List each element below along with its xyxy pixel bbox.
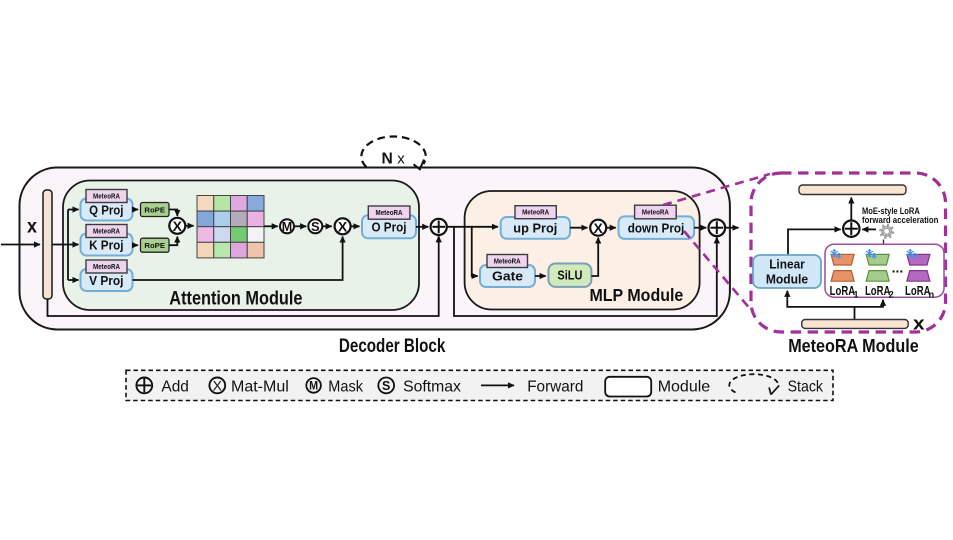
svg-text:MeteoRA: MeteoRA: [494, 257, 521, 266]
svg-text:2: 2: [889, 290, 894, 300]
svg-text:S: S: [311, 219, 320, 234]
svg-text:Decoder Block: Decoder Block: [339, 335, 445, 357]
svg-text:MeteoRA: MeteoRA: [376, 208, 403, 217]
svg-text:MLP Module: MLP Module: [589, 285, 683, 305]
svg-text:O Proj: O Proj: [372, 220, 407, 234]
svg-text:Attention Module: Attention Module: [169, 287, 302, 309]
svg-text:Linear: Linear: [769, 258, 805, 272]
svg-text:X: X: [173, 218, 183, 234]
svg-text:up Proj: up Proj: [513, 222, 557, 236]
svg-text:M: M: [309, 381, 318, 393]
svg-text:Module: Module: [766, 273, 808, 287]
svg-text:RoPE: RoPE: [144, 205, 165, 214]
svg-text:V Proj: V Proj: [89, 274, 123, 288]
svg-text:LoRA: LoRA: [905, 284, 931, 298]
svg-text:x: x: [27, 217, 37, 238]
svg-text:...: ...: [892, 260, 904, 276]
svg-text:SiLU: SiLU: [557, 269, 582, 283]
svg-text:LoRA: LoRA: [865, 284, 891, 298]
svg-text:Gate: Gate: [492, 270, 523, 284]
svg-text:MeteoRA: MeteoRA: [522, 208, 549, 217]
svg-text:Mask: Mask: [328, 379, 364, 396]
svg-text:LoRA: LoRA: [830, 284, 856, 298]
svg-text:MeteoRA: MeteoRA: [93, 191, 120, 200]
svg-text:X: X: [338, 218, 348, 234]
svg-text:1: 1: [853, 290, 858, 300]
svg-text:MeteoRA Module: MeteoRA Module: [788, 335, 919, 356]
svg-text:Q Proj: Q Proj: [89, 204, 123, 218]
svg-text:n: n: [929, 290, 935, 300]
svg-text:Stack: Stack: [788, 379, 824, 396]
svg-text:down Proj: down Proj: [628, 221, 685, 235]
svg-text:x: x: [913, 313, 925, 333]
svg-text:forward acceleration: forward acceleration: [862, 215, 938, 225]
svg-text:MeteoRA: MeteoRA: [93, 226, 120, 235]
svg-text:Add: Add: [161, 379, 189, 396]
svg-text:x: x: [397, 150, 405, 167]
svg-text:N: N: [382, 150, 393, 167]
svg-text:X: X: [594, 220, 604, 236]
svg-text:K Proj: K Proj: [89, 239, 123, 253]
svg-text:X: X: [213, 377, 223, 393]
svg-text:RoPE: RoPE: [144, 241, 165, 250]
svg-text:S: S: [382, 379, 390, 393]
svg-text:MeteoRA: MeteoRA: [93, 262, 120, 271]
svg-text:M: M: [282, 219, 293, 234]
svg-text:MeteoRA: MeteoRA: [642, 208, 669, 217]
svg-text:Forward: Forward: [527, 379, 583, 396]
svg-text:Mat-Mul: Mat-Mul: [231, 379, 289, 396]
svg-text:Softmax: Softmax: [403, 379, 461, 396]
svg-text:Module: Module: [658, 379, 711, 396]
svg-text:MoE-style LoRA: MoE-style LoRA: [862, 206, 920, 216]
